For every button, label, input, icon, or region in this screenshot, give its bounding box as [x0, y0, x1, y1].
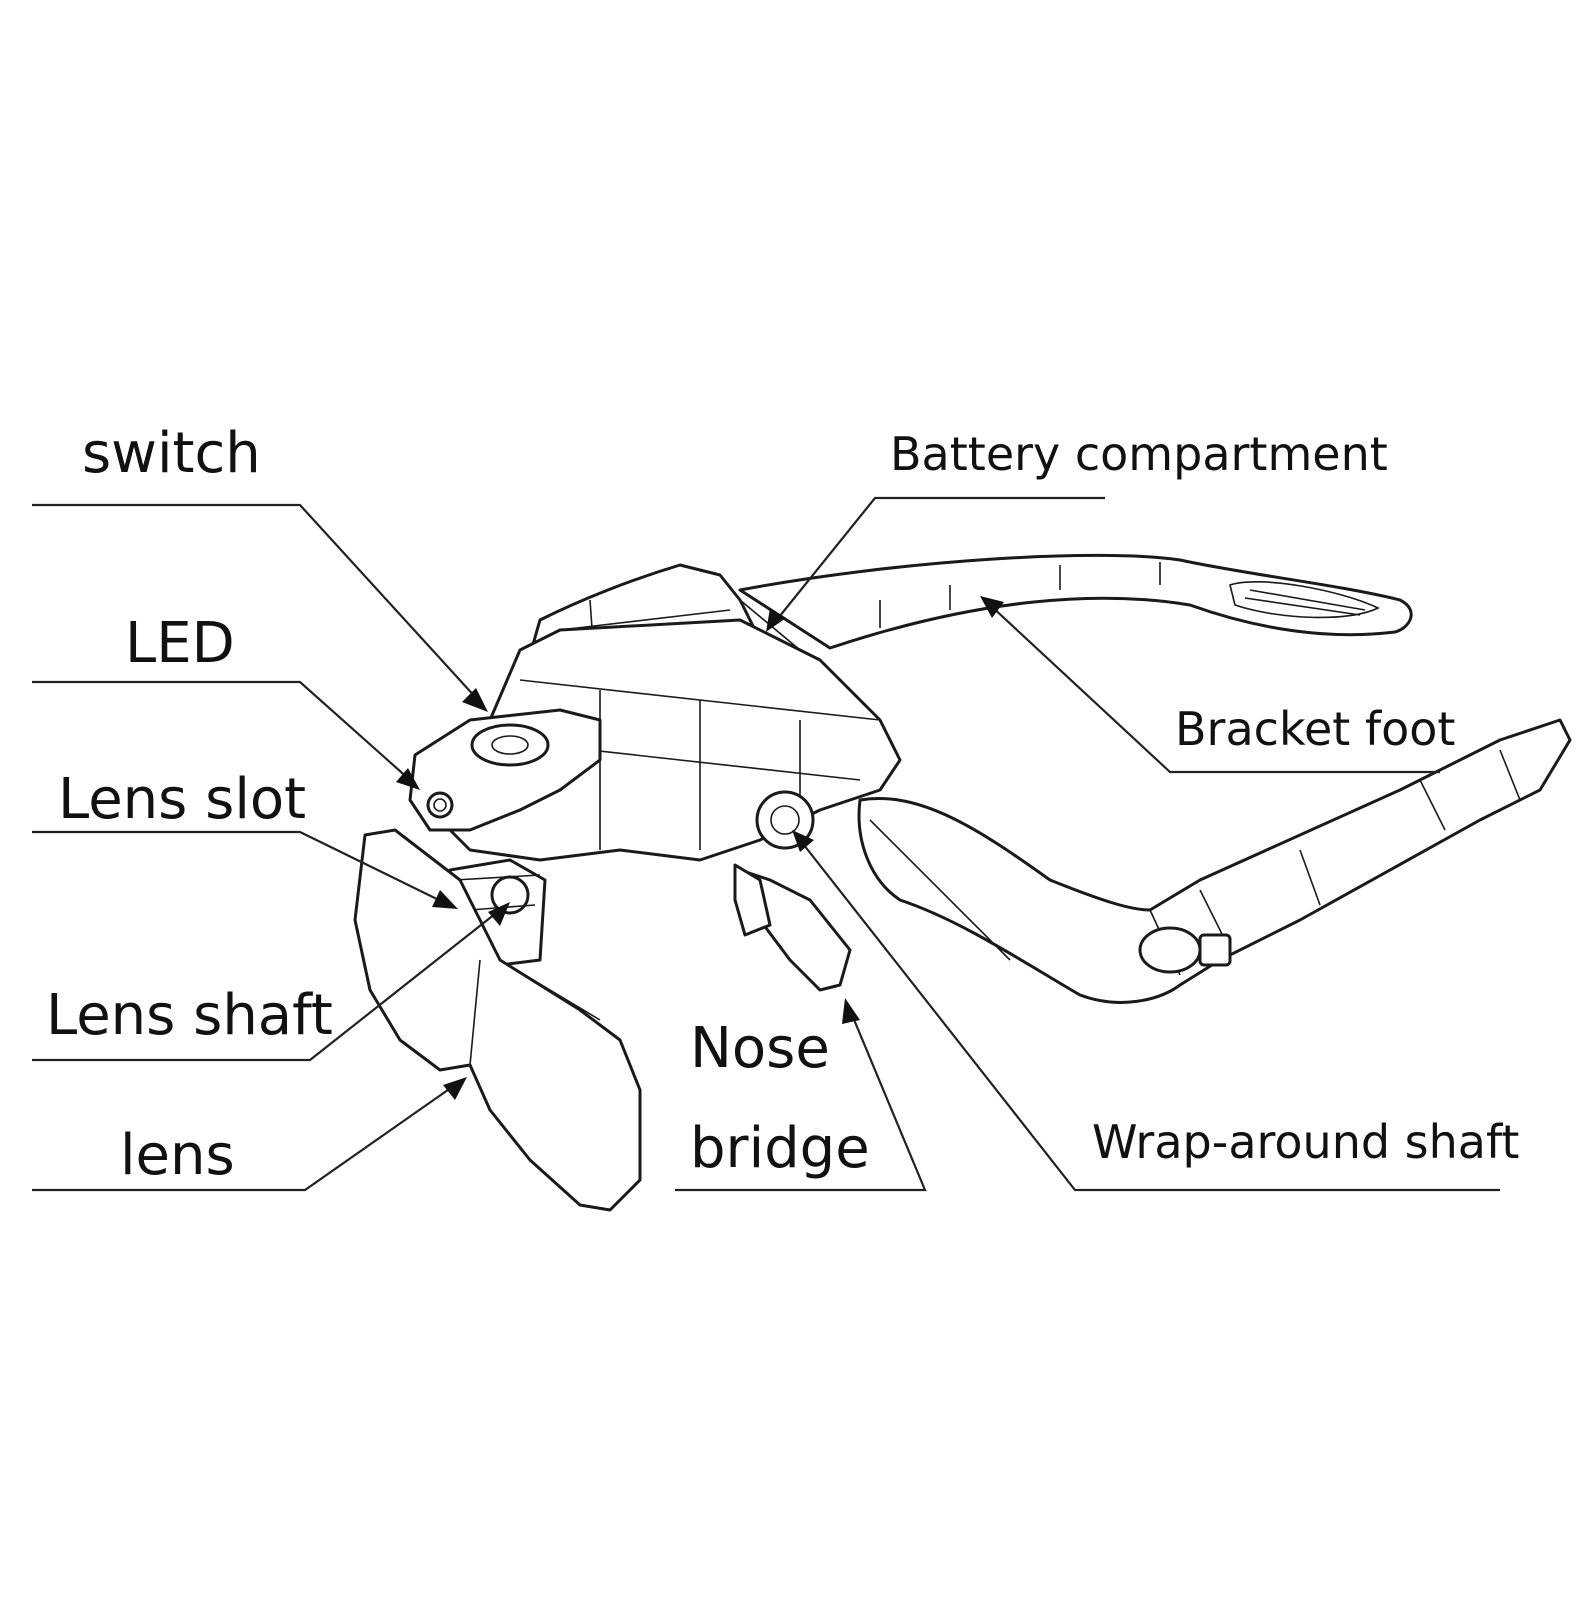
- device-illustration: [353, 553, 1572, 1212]
- leader-wrap-shaft: [799, 839, 1500, 1192]
- leader-battery: [774, 496, 1105, 623]
- label-lens-shaft: Lens shaft: [46, 983, 333, 1048]
- labels: switch LED Lens slot Lens shaft lens Nos…: [46, 421, 1519, 1188]
- far-temple-arm: [738, 553, 1413, 650]
- leader-lens-shaft: [32, 909, 501, 1062]
- near-temple-arm: [857, 718, 1572, 1004]
- led-light: [426, 791, 454, 819]
- temple-hinge: [1138, 926, 1202, 974]
- label-lens: lens: [120, 1123, 235, 1188]
- bracket-foot-grip: [1229, 581, 1380, 619]
- leader-lens-slot: [32, 830, 446, 904]
- led-module: [408, 708, 602, 832]
- leader-led: [32, 680, 411, 781]
- label-battery: Battery compartment: [890, 427, 1388, 481]
- leader-switch: [32, 503, 479, 701]
- label-wrap-shaft: Wrap-around shaft: [1092, 1115, 1519, 1169]
- leader-bracket-foot: [989, 604, 1440, 774]
- label-nose-line1: Nose: [690, 1016, 830, 1081]
- label-bracket-foot: Bracket foot: [1175, 702, 1455, 756]
- leader-lines: [32, 496, 1500, 1192]
- label-lens-slot: Lens slot: [58, 767, 306, 832]
- label-switch: switch: [82, 421, 261, 486]
- label-nose-line2: bridge: [690, 1116, 870, 1181]
- label-led: LED: [125, 611, 235, 676]
- switch-button: [470, 723, 550, 767]
- lens: [353, 828, 642, 1212]
- leader-lens: [32, 1084, 456, 1192]
- leader-nose-bridge: [675, 1009, 927, 1192]
